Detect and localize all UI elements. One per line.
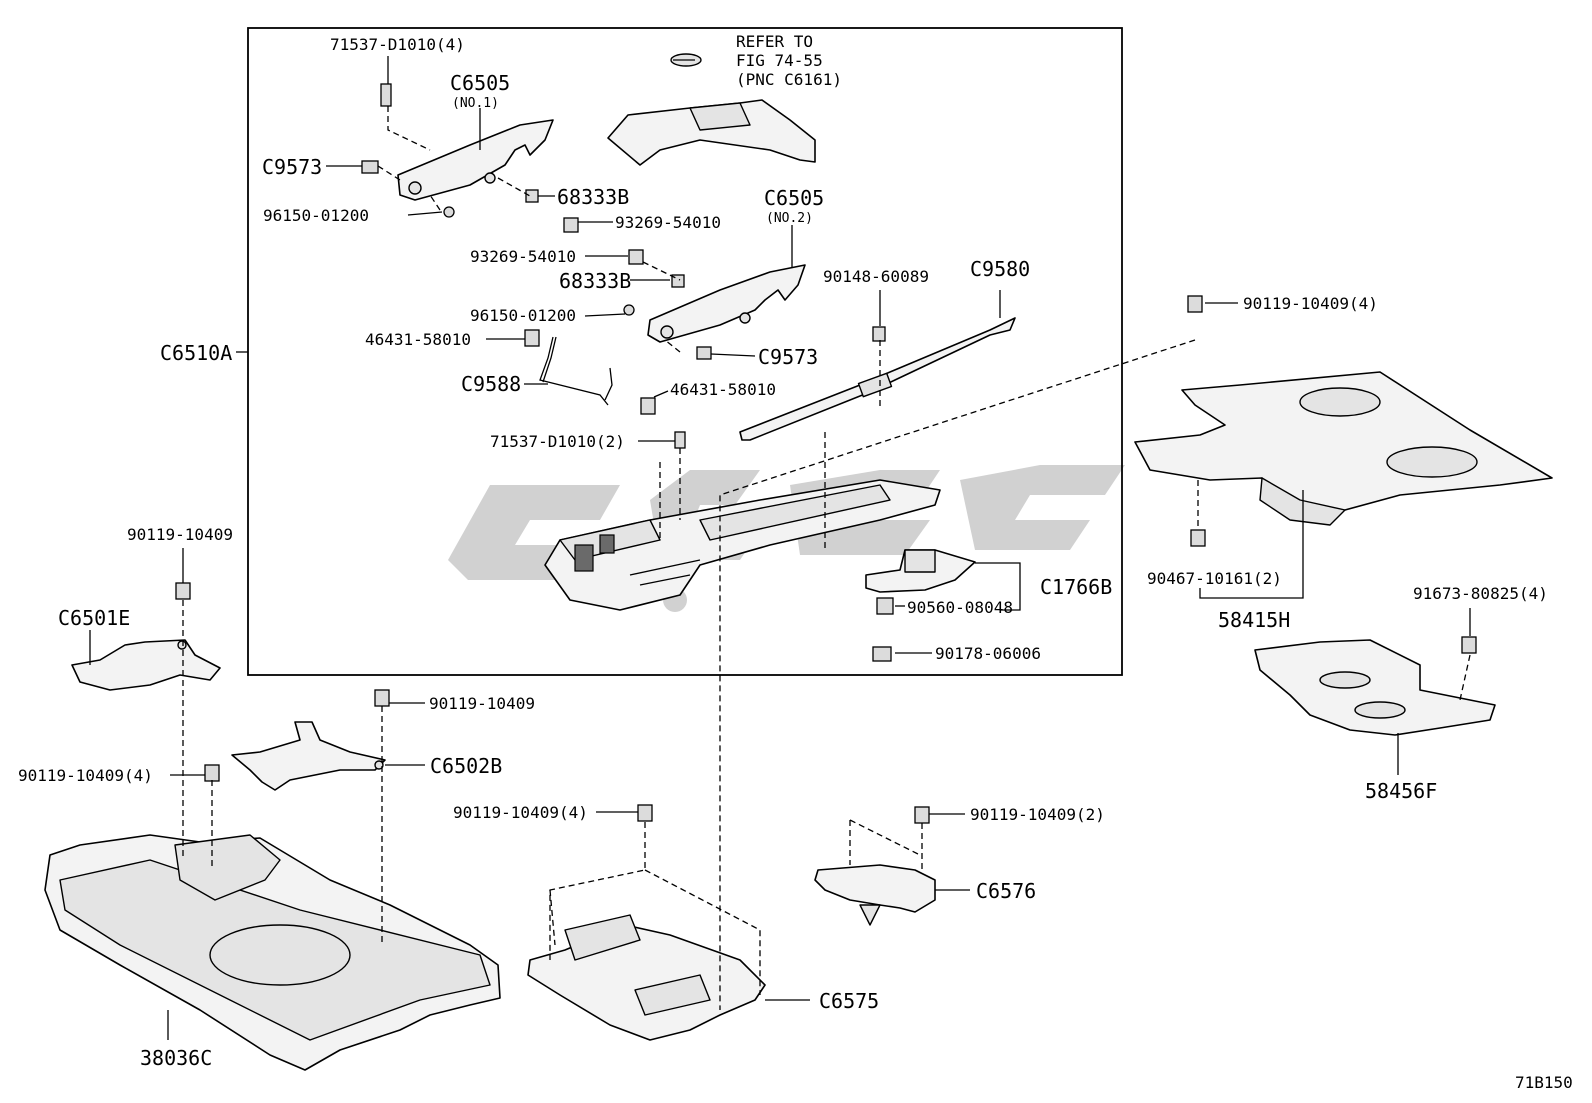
diagram-id: 71B150 [1515, 1073, 1573, 1092]
leader-lines [89, 56, 1471, 1040]
label-90178-06006: 90178-06006 [935, 644, 1041, 663]
label-refer-line2: FIG 74-55 [736, 51, 823, 70]
label-71537-d1010-4: 71537-D1010(4) [330, 35, 465, 54]
label-90119-10409-2: 90119-10409(2) [970, 805, 1105, 824]
cable-c9580 [739, 317, 1016, 441]
sensor-c1766b [865, 549, 976, 593]
label-90119-10409-4-left: 90119-10409(4) [18, 766, 153, 785]
bolts-right [1187, 295, 1477, 654]
bolts-left [175, 582, 930, 824]
label-c6505-no1-sub: (NO.1) [452, 96, 499, 111]
bracket-c6505-no2 [647, 264, 806, 343]
bracket-c6502b [231, 721, 386, 791]
label-96150-01200-b: 96150-01200 [470, 306, 576, 325]
label-90119-10409-mid: 90119-10409 [429, 694, 535, 713]
module-c6576 [814, 864, 936, 926]
label-c9573-a: C9573 [262, 155, 322, 179]
cover-part [607, 53, 816, 166]
seat-track-assembly [544, 479, 941, 611]
callout-labels: 71537-D1010(4) C6505 (NO.1) REFER TO FIG… [18, 32, 1573, 1092]
label-c6576: C6576 [976, 879, 1036, 903]
label-c9588: C9588 [461, 372, 521, 396]
label-c9580: C9580 [970, 257, 1030, 281]
cover-58415h [1134, 371, 1553, 526]
label-c6575: C6575 [819, 989, 879, 1013]
dashed-assembly-lines [182, 106, 1471, 1010]
label-91673-80825-4: 91673-80825(4) [1413, 584, 1548, 603]
label-46431-58010-a: 46431-58010 [365, 330, 471, 349]
label-c6505-no2-sub: (NO.2) [766, 211, 813, 226]
label-c9573-b: C9573 [758, 345, 818, 369]
bracket-c6505-no1 [397, 119, 554, 201]
bracket-58456f [1254, 639, 1496, 736]
label-c6502b: C6502B [430, 754, 502, 778]
small-fasteners [361, 83, 894, 662]
label-93269-54010-a: 93269-54010 [615, 213, 721, 232]
label-58415h: 58415H [1218, 608, 1290, 632]
label-90119-10409-left: 90119-10409 [127, 525, 233, 544]
label-90560-08048: 90560-08048 [907, 598, 1013, 617]
label-90148-60089: 90148-60089 [823, 267, 929, 286]
label-90467-10161-2: 90467-10161(2) [1147, 569, 1282, 588]
label-c6505-no1: C6505 [450, 71, 510, 95]
label-refer-line1: REFER TO [736, 32, 813, 51]
link-c9588 [539, 336, 613, 406]
label-38036c: 38036C [140, 1046, 212, 1070]
label-refer-line3: (PNC C6161) [736, 70, 842, 89]
label-68333b-a: 68333B [557, 185, 629, 209]
label-c6501e: C6501E [58, 606, 130, 630]
label-46431-58010-b: 46431-58010 [670, 380, 776, 399]
label-c6510a: C6510A [160, 341, 232, 365]
label-c6505-no2: C6505 [764, 186, 824, 210]
bracket-c6501e [71, 639, 221, 691]
label-58456f: 58456F [1365, 779, 1437, 803]
label-71537-d1010-2: 71537-D1010(2) [490, 432, 625, 451]
label-c1766b: C1766B [1040, 575, 1112, 599]
label-68333b-b: 68333B [559, 269, 631, 293]
label-93269-54010-b: 93269-54010 [470, 247, 576, 266]
label-96150-01200-a: 96150-01200 [263, 206, 369, 225]
tray-38036c [44, 834, 501, 1071]
label-90119-10409-4-right: 90119-10409(4) [1243, 294, 1378, 313]
module-c6575 [527, 914, 766, 1041]
label-90119-10409-4-bottom: 90119-10409(4) [453, 803, 588, 822]
